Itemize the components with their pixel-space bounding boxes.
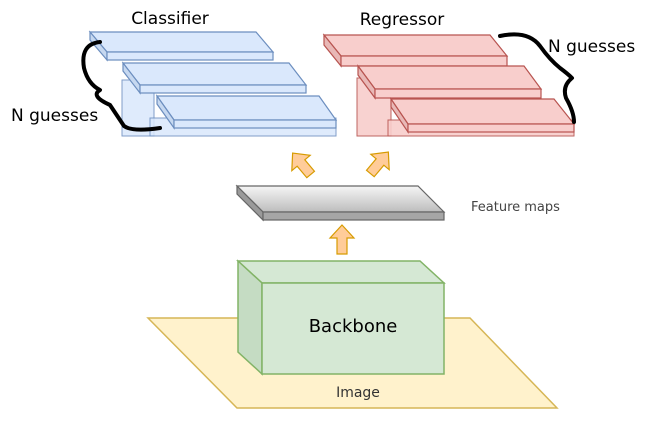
left-brace [81,40,162,132]
regressor-layer [389,97,576,134]
classifier-layer [121,61,308,95]
regressor-layer [322,33,509,68]
regressor-label: Regressor [360,10,444,30]
classifier-label: Classifier [131,9,209,29]
classifier-layer [88,30,275,62]
backbone-box [236,259,446,376]
n-guesses-right-label: N guesses [548,37,635,57]
feature-maps-label: Feature maps [471,200,560,215]
regressor-layer [356,64,543,100]
image-label: Image [336,385,380,401]
backbone-label: Backbone [309,316,398,337]
arrow-up-right-icon [365,151,390,178]
arrow-up-left-icon [291,152,316,179]
right-brace [498,32,576,124]
arrow-up-icon [328,224,356,255]
classifier-layer [155,94,338,130]
n-guesses-left-label: N guesses [11,106,98,126]
classifier-stack [88,30,338,137]
feature-maps-slab [235,184,446,222]
regressor-stack [322,33,576,137]
